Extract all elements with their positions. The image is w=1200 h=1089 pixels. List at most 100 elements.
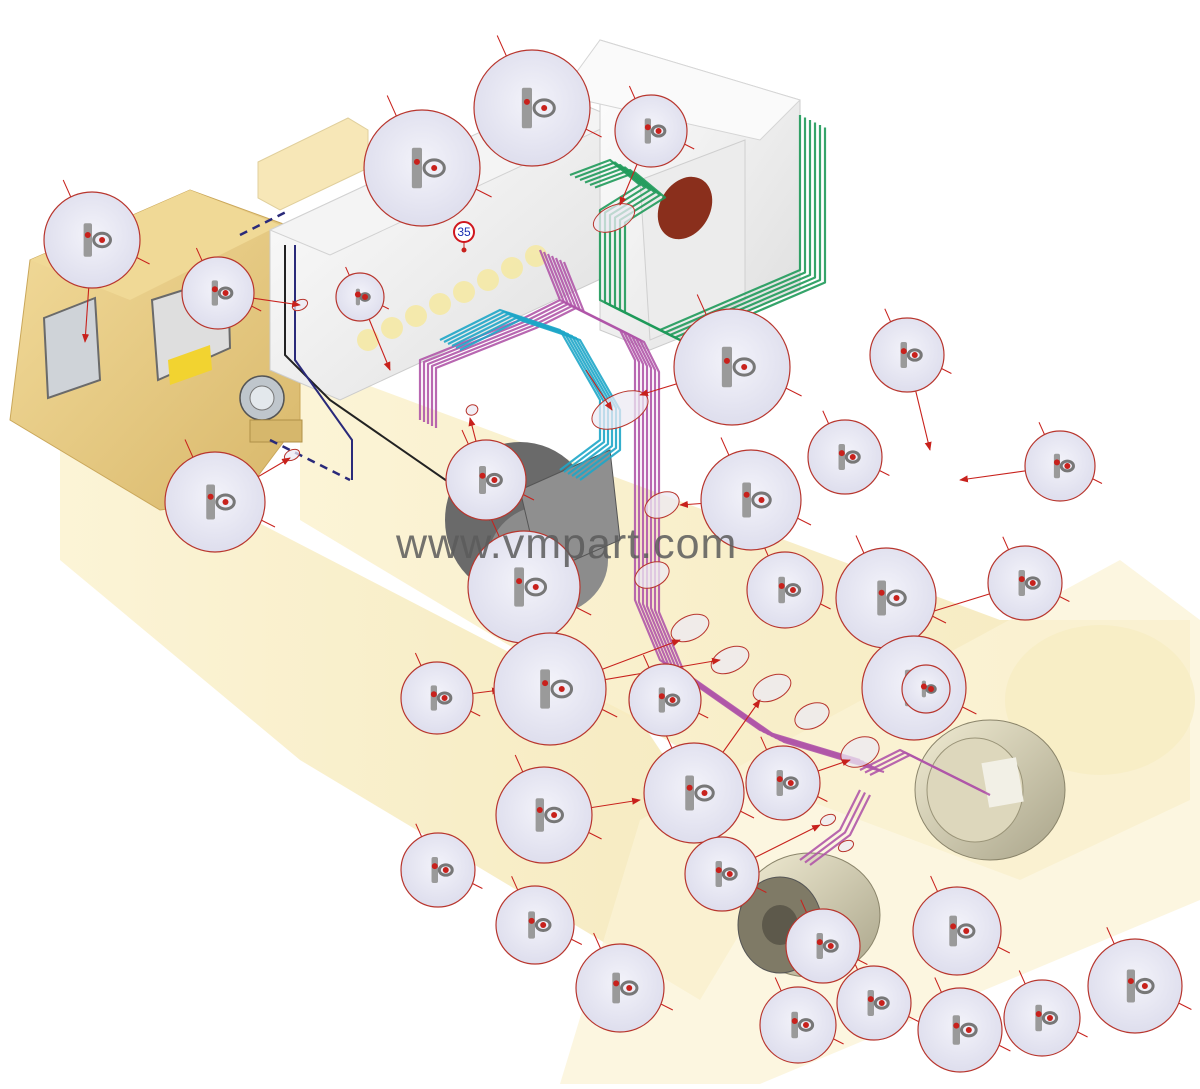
callout-wear-pad[interactable]: [912, 886, 1002, 976]
harness-wire: [434, 307, 577, 428]
leader-dot: [963, 928, 970, 934]
callout-standoff-bracket[interactable]: [493, 632, 607, 746]
part-icon: [949, 915, 957, 947]
leader-dot: [726, 871, 733, 877]
part-icon: [540, 669, 550, 709]
leader-dot: [655, 128, 662, 134]
wheel-motor-right: [914, 719, 1066, 861]
leader-dot: [838, 450, 845, 457]
bundle-marker: [837, 839, 855, 853]
leader-dot: [644, 124, 651, 131]
leader-dot: [849, 454, 856, 460]
harness-dashed: [239, 208, 291, 237]
callout-grommet[interactable]: [335, 272, 385, 322]
callout-grommet-ring[interactable]: [745, 745, 821, 821]
leader-dot: [776, 776, 783, 783]
callout-bolt-washer-stack[interactable]: [1087, 938, 1183, 1034]
leader-dot: [686, 784, 693, 791]
washer-icon: [437, 863, 454, 877]
leader-dot: [878, 1000, 885, 1006]
callout-cable-cleat-horizontal[interactable]: [917, 987, 1003, 1073]
leader-dot: [532, 584, 539, 590]
leader-dot: [1046, 1015, 1053, 1021]
part-icon: [778, 576, 785, 604]
callout-band-clamp[interactable]: [181, 256, 255, 330]
leader-dot: [222, 499, 229, 505]
callout-cable-cleat[interactable]: [700, 449, 802, 551]
washer-icon: [422, 158, 446, 178]
washer-icon: [925, 684, 937, 694]
washer-icon: [1135, 977, 1155, 995]
callout-washer-set[interactable]: [836, 965, 912, 1041]
bundle-marker: [752, 673, 792, 703]
leader-dot: [1064, 463, 1071, 469]
callout-cable-cleat[interactable]: [495, 766, 593, 864]
item-balloon-number: 35: [457, 225, 471, 239]
callout-saddle-clamp-small[interactable]: [684, 836, 760, 912]
item-balloon[interactable]: 35: [453, 221, 475, 253]
callout-saddle-clamp[interactable]: [495, 885, 575, 965]
part-icon: [479, 466, 486, 494]
callout-bolt-washer[interactable]: [987, 545, 1063, 621]
callout-cable-cleat-pair[interactable]: [673, 308, 791, 426]
leader-dot: [669, 697, 676, 703]
callout-angle-bracket[interactable]: [643, 742, 745, 844]
callout-nut-washer[interactable]: [1024, 430, 1096, 502]
part-icon: [644, 118, 651, 144]
washer-icon: [650, 124, 667, 138]
callout-nut-washer-set[interactable]: [400, 661, 474, 735]
washer-icon: [751, 491, 772, 509]
callout-terminal-bolt-kit[interactable]: [467, 530, 581, 644]
callout-bolt-washer-nut[interactable]: [363, 109, 481, 227]
callout-saddle-clamp[interactable]: [164, 451, 266, 553]
leader-dot: [787, 780, 794, 786]
pointer-arrow: [585, 369, 613, 411]
part-icon: [431, 857, 438, 883]
callout-cable-cleat-horizontal[interactable]: [445, 439, 527, 521]
part-icon: [776, 770, 783, 796]
callout-nut-washer[interactable]: [759, 986, 837, 1064]
callout-bushing[interactable]: [901, 664, 951, 714]
washer-icon: [822, 939, 839, 953]
leader-dot: [558, 686, 565, 692]
leader-dot: [354, 291, 361, 298]
leader-dot: [207, 493, 214, 500]
harness-wire: [443, 310, 606, 473]
callout-nut-washer[interactable]: [807, 419, 883, 495]
leader-dot: [536, 806, 543, 813]
leader-dot: [778, 583, 785, 590]
callout-bolt-washer[interactable]: [575, 943, 665, 1033]
leader-dot: [1018, 576, 1025, 583]
callout-saddle-clamp[interactable]: [869, 317, 945, 393]
part-icon: [411, 147, 422, 189]
callout-nut-washer-set[interactable]: [628, 663, 702, 737]
leader-dot: [528, 917, 535, 924]
part-icon: [535, 798, 544, 832]
callout-eye-bolt-kit[interactable]: [1003, 979, 1081, 1057]
part-icon: [1018, 570, 1025, 596]
callout-nut-washer[interactable]: [400, 832, 476, 908]
leader-dot: [911, 352, 918, 358]
leader-dot: [920, 683, 927, 690]
callout-saddle-clamp[interactable]: [746, 551, 824, 629]
callout-p-clamp[interactable]: [614, 94, 688, 168]
washer-icon: [959, 1022, 978, 1038]
washer-icon: [217, 286, 234, 300]
part-icon: [742, 482, 751, 518]
washer-icon: [534, 918, 552, 932]
leader-dot: [741, 364, 748, 370]
part-icon: [612, 972, 620, 1004]
washer-icon: [664, 693, 681, 707]
leader-dot: [431, 863, 438, 870]
washer-icon: [784, 583, 802, 597]
callout-bolt-washer-nut-terminal[interactable]: [473, 49, 591, 167]
leader-dot: [84, 231, 91, 238]
washer-icon: [215, 493, 236, 511]
leader-dot: [715, 867, 722, 874]
leader-dot: [442, 867, 449, 873]
callout-p-clamp[interactable]: [43, 191, 141, 289]
callout-standoff-bracket[interactable]: [835, 547, 937, 649]
harness-wire: [439, 308, 602, 471]
callout-protective-sleeve[interactable]: [785, 908, 861, 984]
